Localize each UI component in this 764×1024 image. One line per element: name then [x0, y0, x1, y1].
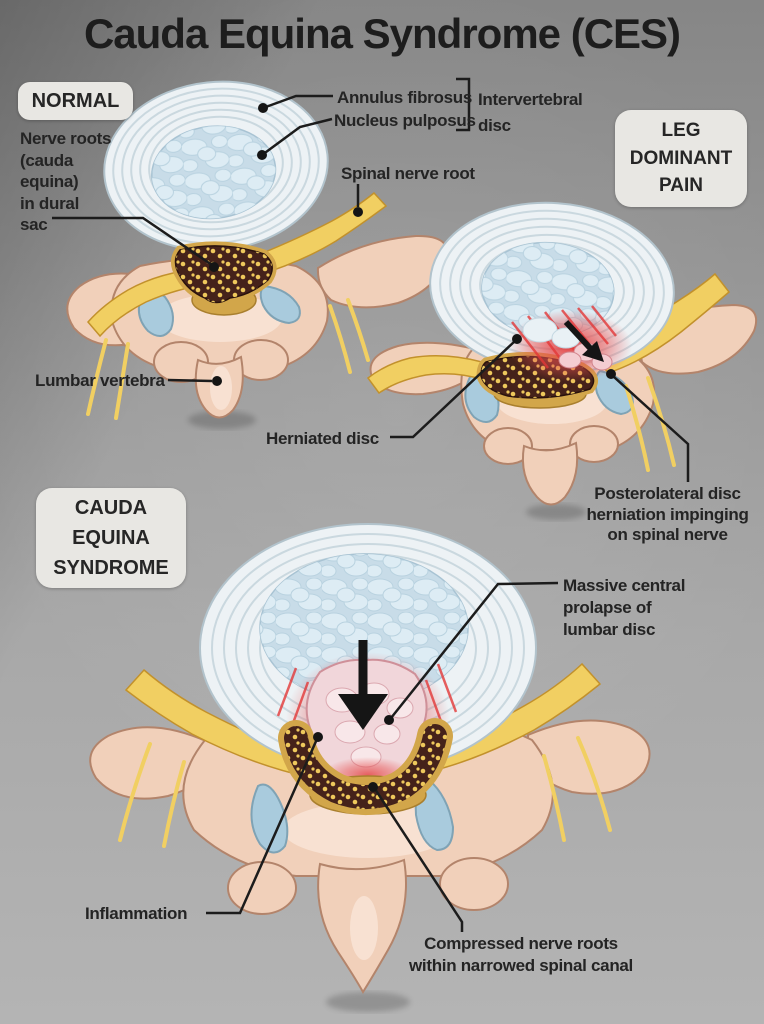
- label-inflammation: Inflammation: [85, 904, 188, 923]
- facet-joint: [250, 783, 289, 854]
- label-dot-nerve-roots: [209, 262, 219, 272]
- label-line: Nerve roots: [20, 129, 112, 148]
- badge-normal-label: NORMAL: [31, 89, 120, 112]
- leader-line-lumbar-vertebra: [167, 378, 213, 383]
- label-nerve-roots-dural-sac: Nerve roots (cauda equina) in dural sac: [20, 128, 135, 236]
- label-dot-herniated-disc: [512, 334, 522, 344]
- label-line: Intervertebral: [478, 90, 583, 109]
- label-line: (cauda: [20, 150, 73, 170]
- ground-shadow: [326, 992, 410, 1012]
- label-annulus-fibrosus: Annulus fibrosus: [337, 88, 472, 107]
- leader-line-herniated-disc: [390, 340, 516, 439]
- badge-line: LEG: [661, 120, 701, 142]
- label-line: in dural: [20, 193, 79, 213]
- intervertebral-disc-bracket: [456, 77, 471, 132]
- label-compressed-nerve-roots: Compressed nerve roots within narrowed s…: [390, 933, 652, 977]
- prolapse-arrow: [338, 640, 388, 730]
- label-herniated-disc: Herniated disc: [266, 429, 379, 448]
- label-dot-compressed-roots: [368, 782, 378, 792]
- normal-vertebra-illustration: [66, 80, 449, 429]
- label-dot-annulus-fibrosus: [258, 103, 268, 113]
- badge-line: CAUDA: [74, 497, 148, 519]
- label-dot-massive-prolapse: [384, 715, 394, 725]
- label-dot-posterolateral: [606, 369, 616, 379]
- facet-joint: [259, 284, 301, 325]
- label-dot-lumbar-vertebra: [212, 376, 222, 386]
- label-dot-nucleus-pulposus: [257, 150, 267, 160]
- label-dot-spinal-nerve-root: [353, 207, 363, 217]
- badge-cauda-equina-syndrome: CAUDA EQUINA SYNDROME: [36, 488, 186, 588]
- dural-sac: [171, 241, 277, 316]
- vertebra-bone: [66, 234, 449, 419]
- leader-line-inflammation: [206, 738, 319, 915]
- label-line: disc: [478, 116, 511, 135]
- label-line: equina): [20, 172, 79, 191]
- badge-line: DOMINANT: [629, 147, 733, 169]
- label-line: Posterolateral disc: [594, 484, 741, 503]
- leader-line-annulus-fibrosus: [262, 94, 333, 110]
- label-line: sac: [20, 215, 48, 234]
- leader-line-nerve-roots: [52, 216, 213, 267]
- badge-line: SYNDROME: [53, 557, 169, 579]
- intervertebral-disc: [103, 80, 329, 252]
- annulus-rings: [112, 87, 320, 245]
- herniation-arrow: [563, 319, 604, 362]
- leader-line-compressed-roots: [373, 788, 464, 932]
- label-line: within narrowed spinal canal: [409, 956, 633, 975]
- label-nucleus-pulposus: Nucleus pulposus: [334, 111, 476, 130]
- posterolateral-herniation-site: [508, 305, 632, 382]
- label-lumbar-vertebra: Lumbar vertebra: [35, 371, 165, 390]
- label-line: Massive central: [563, 576, 686, 595]
- label-spinal-nerve-root: Spinal nerve root: [341, 164, 475, 183]
- label-line: on spinal nerve: [607, 525, 728, 544]
- compressed-dural-sac: [278, 718, 453, 816]
- leader-lines: [52, 77, 690, 932]
- ces-vertebra-illustration: [89, 523, 651, 1012]
- label-intervertebral-disc: Intervertebral disc: [478, 87, 598, 139]
- ground-shadow: [188, 411, 256, 429]
- badge-leg-dominant-pain: LEG DOMINANT PAIN: [615, 110, 747, 207]
- leader-line-nucleus-pulposus: [261, 117, 333, 157]
- leader-line-massive-prolapse: [390, 581, 559, 719]
- herniated-disc-illustration: [366, 201, 758, 520]
- label-posterolateral-herniation: Posterolateral disc herniation impinging…: [570, 484, 764, 546]
- spinal-nerves: [86, 191, 388, 420]
- badge-line: PAIN: [659, 175, 703, 197]
- ground-shadow: [526, 504, 586, 520]
- label-dot-inflammation: [313, 732, 323, 742]
- label-line: lumbar disc: [563, 620, 656, 639]
- leader-line-posterolateral: [613, 376, 690, 482]
- badge-line: EQUINA: [72, 527, 150, 549]
- label-line: Compressed nerve roots: [424, 934, 618, 953]
- label-line: herniation impinging: [586, 504, 749, 524]
- label-massive-central-prolapse: Massive central prolapse of lumbar disc: [563, 575, 723, 641]
- badge-normal: NORMAL: [18, 82, 133, 120]
- label-line: prolapse of: [563, 598, 652, 617]
- page-title: Cauda Equina Syndrome (CES): [83, 10, 681, 57]
